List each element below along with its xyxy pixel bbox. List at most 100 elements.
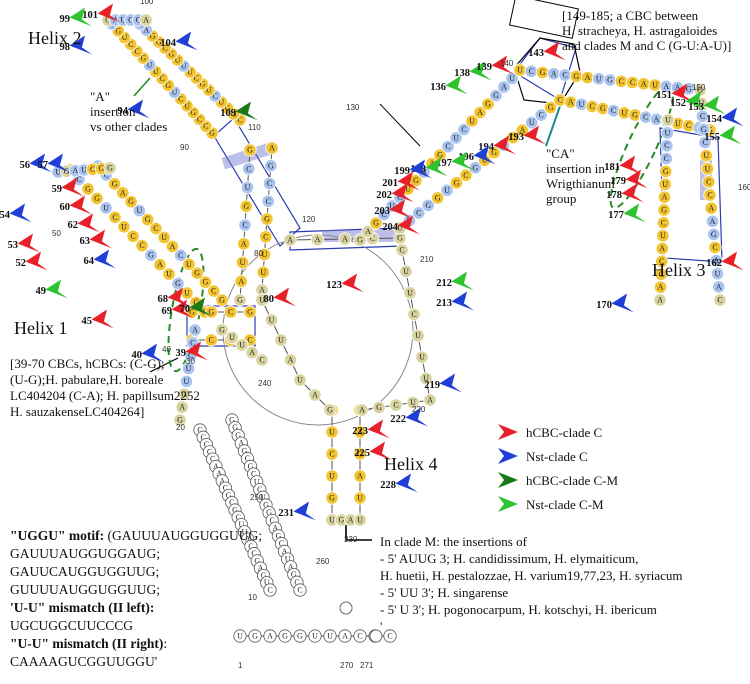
site-label: 56 [20, 160, 31, 171]
cbc-39-note: LC404204 (C-A); H. papillsum2252 [10, 388, 200, 403]
nucleotide [369, 629, 383, 643]
nucleotide [656, 216, 671, 230]
site-marker [439, 373, 462, 393]
nucleotide-letter: G [263, 501, 269, 510]
nucleotide [132, 204, 146, 218]
site-marker [25, 251, 48, 271]
nucleotide [412, 206, 426, 220]
nucleotide-letter: A [342, 235, 348, 244]
nucleotide-letter: C [242, 221, 247, 230]
nucleotide-letter: A [710, 217, 716, 226]
nucleotide-letter: A [258, 564, 264, 573]
motif-line: UGCUGGCUUCCCG [10, 618, 133, 633]
nucleotide-letter: C [643, 113, 648, 122]
nucleotide-letter: G [225, 104, 231, 113]
nucleotide-letter: G [115, 26, 121, 35]
site-label: 155 [704, 132, 720, 143]
nucleotide [153, 258, 167, 272]
nucleotide-letter: C [223, 484, 228, 493]
site-marker [17, 233, 40, 253]
nucleotide-letter: G [711, 230, 717, 239]
nucleotide-letter: U [55, 168, 61, 177]
site-marker [175, 31, 198, 51]
nucleotide-letter: C [270, 516, 275, 525]
nucleotide-letter: U [184, 289, 190, 298]
nucleotide-letter: U [444, 186, 450, 195]
nucleotide [449, 131, 463, 145]
nucleotide-letter: C [190, 338, 195, 347]
nucleotide-letter: C [130, 232, 135, 241]
nucleotide-letter: C [702, 138, 707, 147]
position-number: 1 [238, 661, 243, 670]
motif-line: GAUUUAUGGUGGAUG; [10, 546, 160, 561]
nucleotide-letter: U [660, 231, 666, 240]
nucleotide-letter: C [397, 193, 402, 202]
nucleotide-letter: C [237, 116, 242, 125]
nucleotide-letter: G [573, 72, 579, 81]
nucleotide-letter: U [242, 527, 248, 536]
nucleotide-letter: C [76, 175, 81, 184]
site-marker [469, 61, 492, 81]
nucleotide-letter: A [658, 283, 664, 292]
nucleotide [543, 100, 558, 115]
nucleotide [383, 629, 397, 643]
nucleotide-letter: U [153, 67, 159, 76]
nucleotide-letter: C [245, 454, 250, 463]
site-marker [91, 309, 114, 329]
nucleotide [233, 293, 247, 307]
nucleotide [325, 491, 339, 505]
shaded-bar [221, 142, 273, 170]
nucleotide-letter: U [665, 128, 671, 137]
nucleotide-letter: U [121, 222, 127, 231]
site-label: 153 [688, 102, 704, 113]
nucleotide [369, 216, 383, 230]
site-label: 68 [158, 294, 169, 305]
nucleotide-letter: C [139, 241, 144, 250]
nucleotide-letter: C [664, 141, 669, 150]
nucleotide [117, 220, 131, 234]
nucleotide-letter: C [204, 440, 209, 449]
site-label: 59 [52, 184, 63, 195]
nucleotide [657, 190, 672, 204]
nucleotide-letter: A [120, 188, 126, 197]
nucleotide-letter: U [329, 428, 335, 437]
nucleotide-letter: U [264, 578, 270, 587]
a-insertion-note: insertion [90, 104, 136, 119]
site-label: 98 [60, 42, 71, 53]
nucleotide [242, 162, 256, 176]
nucleotide-letter: U [254, 477, 260, 486]
nucleotide [658, 177, 672, 191]
nucleotide [487, 146, 501, 160]
site-label: 139 [476, 62, 492, 73]
position-number: 30 [186, 357, 195, 366]
site-marker [97, 3, 120, 23]
nucleotide-letter: U [329, 516, 335, 525]
nucleotide-letter: U [245, 183, 251, 192]
site-label: 45 [82, 316, 93, 327]
nucleotide-letter: G [701, 125, 707, 134]
nucleotide-letter: C [162, 44, 167, 53]
nucleotide-letter: G [600, 104, 606, 113]
nucleotide [389, 398, 403, 412]
site-marker [671, 83, 694, 103]
site-marker [395, 473, 418, 493]
nucleotide-letter: U [529, 118, 535, 127]
nucleotide-letter: U [186, 364, 192, 373]
site-marker [341, 273, 364, 293]
nucleotide-letter: G [686, 84, 692, 93]
nucleotide-letter: U [181, 62, 187, 71]
nucleotide-letter: G [268, 161, 274, 170]
nucleotide [338, 232, 352, 246]
nucleotide-letter: C [90, 165, 95, 174]
nucleotide [235, 255, 250, 270]
nucleotide [660, 126, 675, 140]
site-label: 170 [596, 300, 612, 311]
nucleotide-letter: G [540, 68, 546, 77]
nucleotide-letter: C [136, 16, 141, 25]
nucleotide [325, 425, 339, 439]
nucleotide [399, 264, 413, 279]
site-label: 143 [528, 48, 544, 59]
nucleotide [257, 247, 272, 262]
nucleotide [245, 345, 259, 360]
